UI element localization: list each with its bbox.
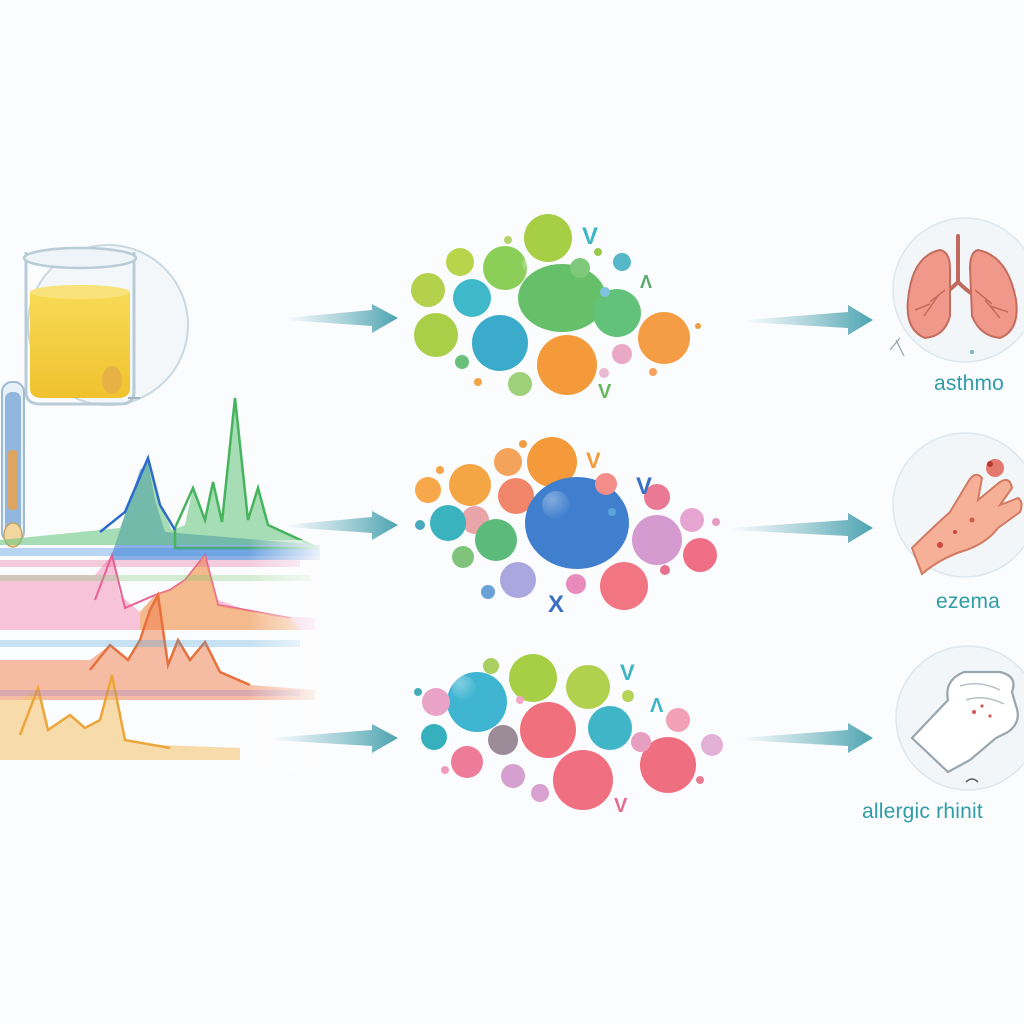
cluster-1-glyph-1: V [582,223,598,250]
cluster-2-glyph-2: V [636,473,652,500]
test-tube-icon [1,381,25,548]
metabolite-cluster-3: V Λ V [414,654,723,817]
arrow-to-outcome-3 [740,723,873,753]
outcome-label-asthma: asthmo [934,372,1005,395]
outcome-label-eczema: ezema [936,590,1001,613]
cluster-3-glyph-2: Λ [650,695,664,717]
lungs-icon [889,217,1024,363]
outcome-label-allergic-rhinitis: allergic rhinit [862,800,983,823]
arrow-to-cluster-3 [270,724,398,753]
metabolite-cluster-2: V V X [415,437,720,618]
cluster-1-glyph-2: Λ [640,272,652,292]
cluster-3-glyph-3: V [614,795,628,817]
arrow-to-cluster-1 [285,304,398,333]
arrow-to-cluster-2 [285,511,398,540]
arrow-to-outcome-2 [730,513,873,543]
hand-glove-icon [895,645,1024,791]
cluster-1-glyph-3: V [598,381,612,403]
metabolite-cluster-1: V Λ V [411,214,701,403]
arrow-to-outcome-1 [745,305,873,335]
cluster-2-glyph-3: X [548,591,564,618]
spectra-peaks-group [0,397,330,770]
sample-magnifier-icon [22,244,189,406]
cluster-3-glyph-1: V [620,660,635,685]
hand-rash-icon [892,432,1024,578]
cluster-2-glyph-1: V [586,448,601,473]
